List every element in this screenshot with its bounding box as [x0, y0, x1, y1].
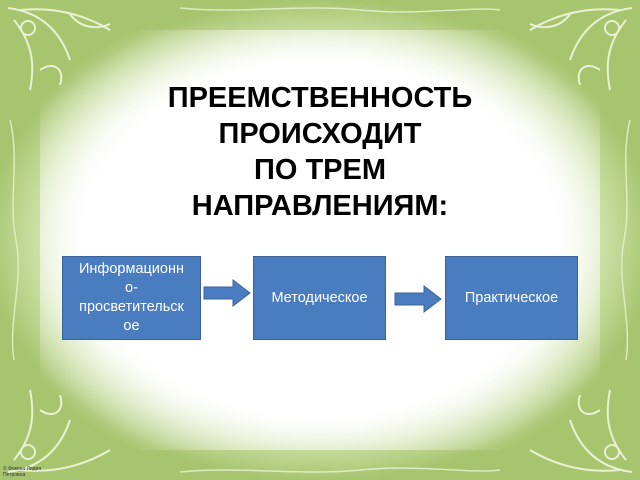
- title-line: ПРЕЕМСТВЕННОСТЬ: [167, 82, 473, 114]
- title-line: ПРОИСХОДИТ: [218, 118, 422, 150]
- arrow-right-icon: [203, 279, 251, 307]
- box-label: Методическое: [271, 289, 368, 306]
- title-line: НАПРАВЛЕНИЯМ:: [191, 190, 449, 222]
- side-vine-decor: [9, 7, 631, 473]
- corner-flourish-icon: [529, 389, 633, 473]
- corner-flourish-icon: [7, 389, 111, 473]
- corner-flourish-icon: [7, 7, 111, 91]
- box-label: Практическое: [464, 289, 559, 306]
- title-line: ПО ТРЕМ: [253, 154, 386, 186]
- direction-box-informational: Информационн о- просветительск ое: [62, 256, 201, 340]
- box-label: Информационн о- просветительск ое: [78, 261, 184, 334]
- slide-title: ПРЕЕМСТВЕННОСТЬ ПРОИСХОДИТ ПО ТРЕМ НАПРА…: [60, 80, 580, 224]
- corner-flourish-icon: [529, 7, 633, 91]
- arrow-right-icon: [394, 285, 442, 313]
- direction-box-methodical: Методическое: [253, 256, 386, 340]
- direction-box-practical: Практическое: [445, 256, 578, 340]
- copyright-text: © Фокина Лидия Петровна: [3, 466, 42, 478]
- slide-content-area: [40, 30, 600, 450]
